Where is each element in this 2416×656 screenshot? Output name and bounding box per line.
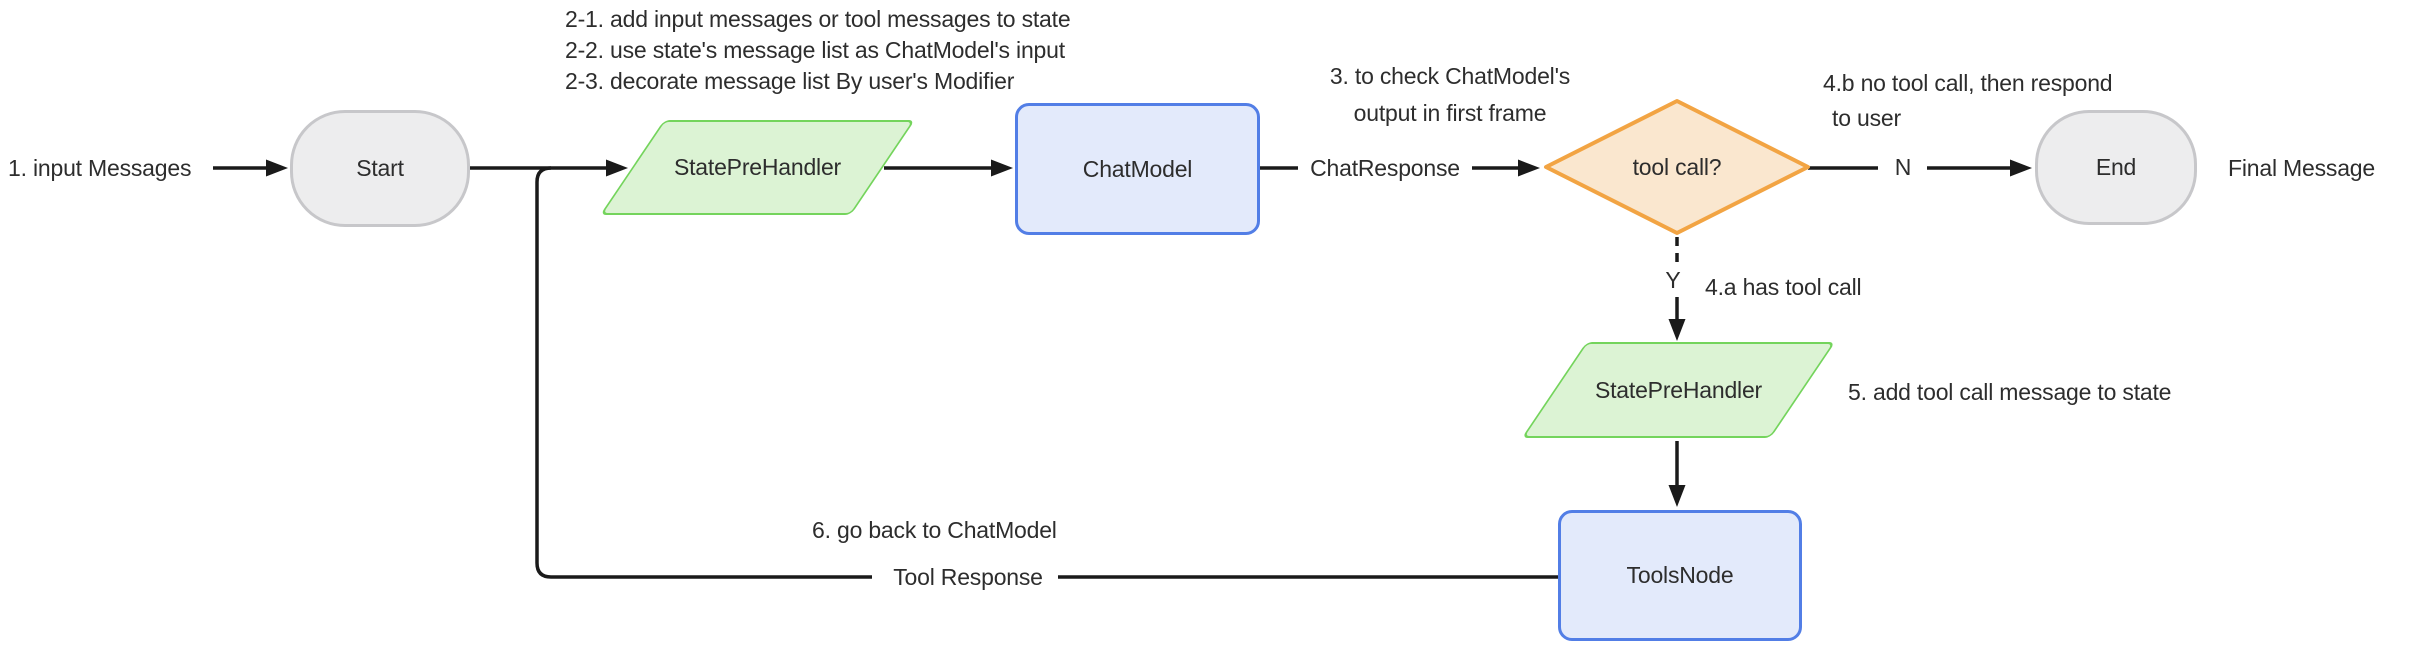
arrowhead-into-toolsnode (1668, 485, 1686, 507)
annotation-step4b-line1: 4.b no tool call, then respond (1823, 70, 2113, 96)
annotation-step4b-line2: to user (1832, 105, 1901, 131)
edge-label-chatresponse: ChatResponse (1310, 155, 1460, 181)
node-start: Start (290, 110, 470, 227)
annotation-step3: 3. to check ChatModel's output in first … (1325, 58, 1575, 132)
annotation-step5: 5. add tool call message to state (1848, 379, 2172, 405)
annotation-step2-line1: 2-1. add input messages or tool messages… (565, 6, 1071, 32)
arrowhead-into-end (2010, 159, 2032, 177)
node-end: End (2035, 110, 2197, 225)
node-stateprehandler-1: StatePreHandler (599, 120, 916, 215)
annotation-step4b: 4.b no tool call, then respond to user (1823, 66, 2113, 136)
annotation-step6: 6. go back to ChatModel (812, 517, 1057, 543)
arrowhead-into-stateprehandler1 (606, 159, 628, 177)
arrowhead-into-chatmodel (991, 159, 1013, 177)
node-toolsnode: ToolsNode (1558, 510, 1802, 641)
node-tool-call-decision-shape (1544, 99, 1810, 235)
annotation-step2: 2-1. add input messages or tool messages… (565, 4, 1071, 97)
node-tool-call-decision-label: tool call? (1632, 153, 1722, 180)
annotation-step2-line3: 2-3. decorate message list By user's Mod… (565, 68, 1015, 94)
annotation-step2-line2: 2-2. use state's message list as ChatMod… (565, 37, 1065, 63)
arrowhead-into-decision (1518, 159, 1540, 177)
node-chatmodel-label: ChatModel (1082, 155, 1193, 182)
annotation-step4a: 4.a has tool call (1705, 274, 1862, 300)
edge-label-final-message: Final Message (2228, 155, 2375, 181)
arrowhead-into-start (266, 159, 288, 177)
node-stateprehandler-2-label: StatePreHandler (1594, 376, 1763, 403)
edge-label-n: N (1894, 154, 1912, 180)
node-stateprehandler-2: StatePreHandler (1521, 342, 1836, 438)
annotation-step3-line1: 3. to check ChatModel's (1329, 63, 1571, 89)
node-chatmodel: ChatModel (1015, 103, 1260, 235)
edge-label-input-messages: 1. input Messages (8, 155, 192, 181)
node-start-label: Start (356, 155, 404, 181)
node-stateprehandler-1-label: StatePreHandler (673, 154, 842, 180)
annotation-step3-line2: output in first frame (1353, 100, 1547, 126)
node-end-label: End (2095, 154, 2137, 180)
edge-toolresponse-return-to-stateprehandler1 (535, 166, 872, 579)
node-tool-call-decision: tool call? (1546, 101, 1808, 233)
edge-label-tool-response: Tool Response (893, 564, 1043, 590)
arrowhead-into-stateprehandler2 (1668, 319, 1686, 341)
edge-label-y: Y (1665, 267, 1681, 293)
node-toolsnode-label: ToolsNode (1626, 562, 1734, 588)
